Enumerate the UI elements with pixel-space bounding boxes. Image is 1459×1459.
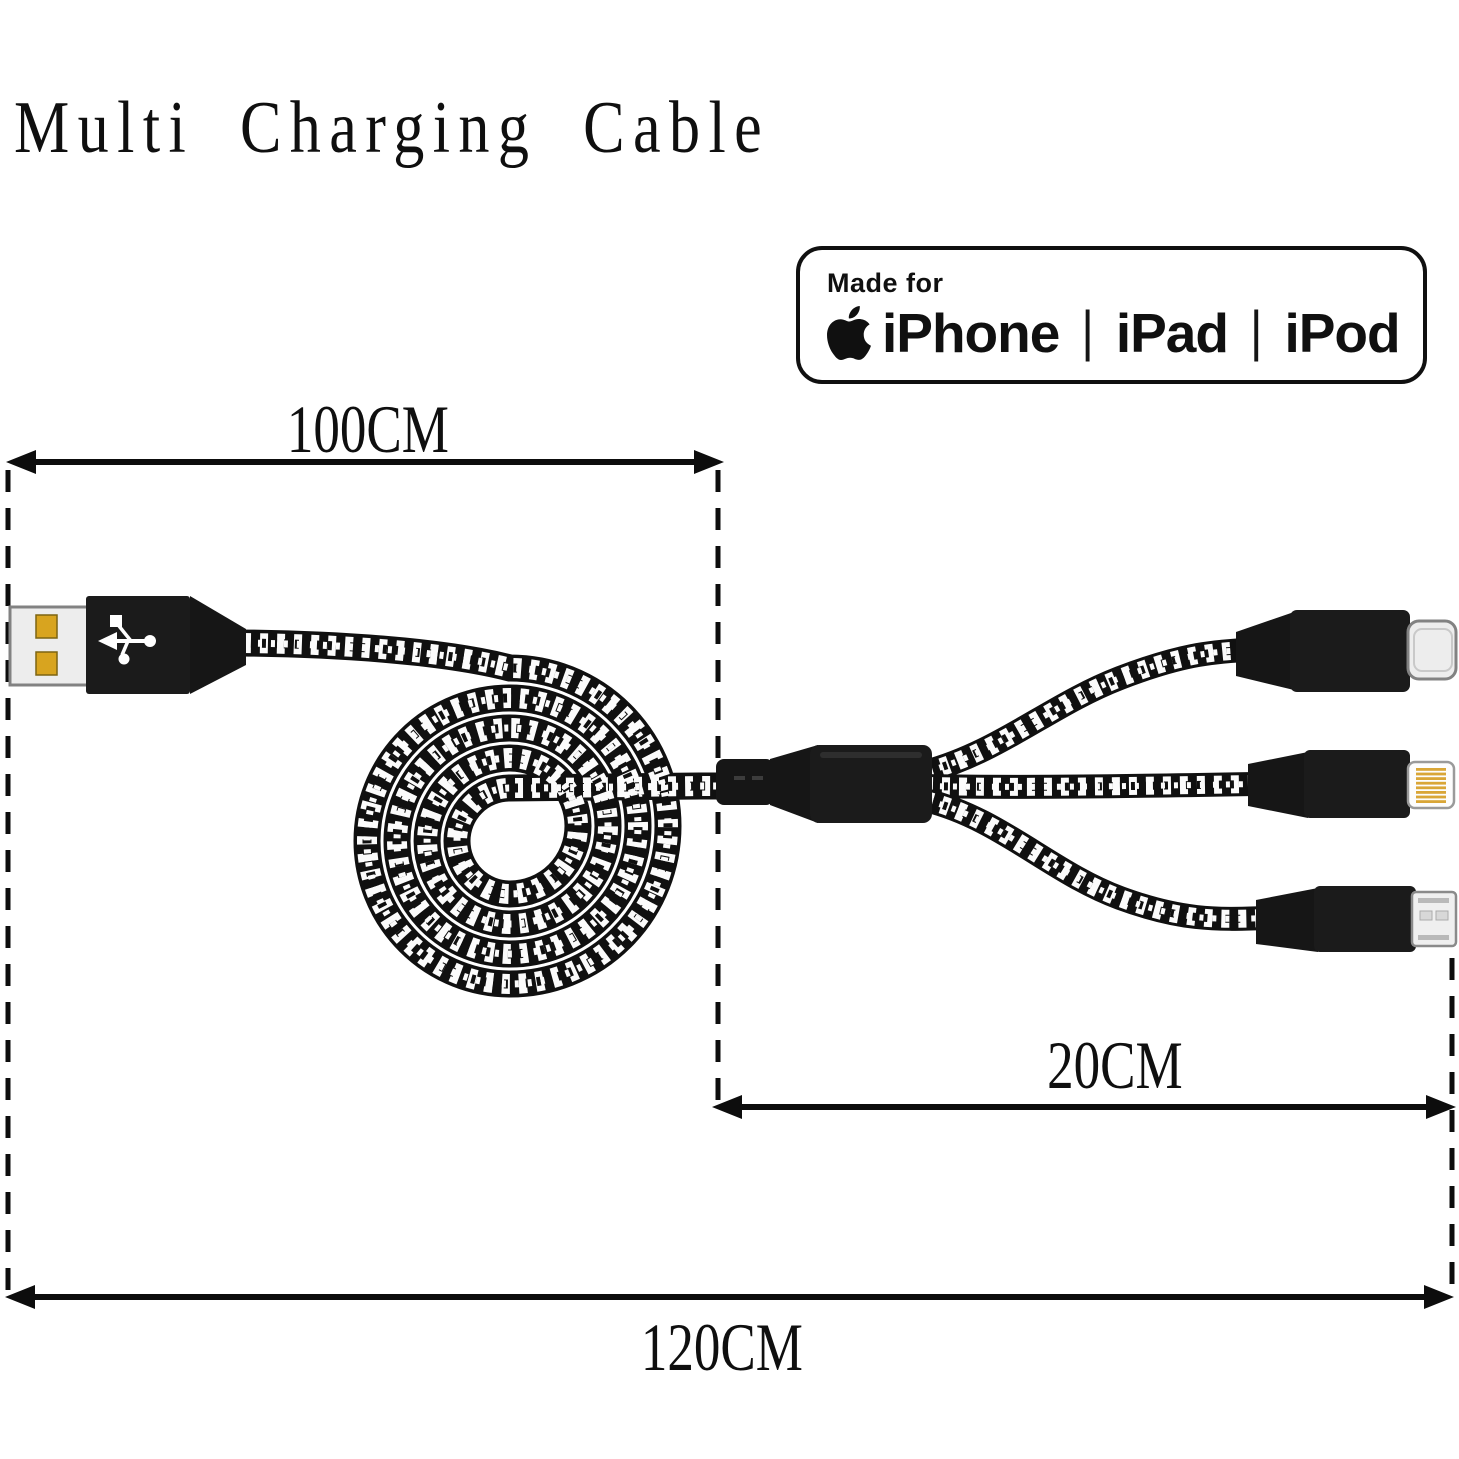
dimension-line-120cm — [5, 1285, 1454, 1309]
usb-a-contact — [35, 614, 58, 639]
branch-cable-lightning — [925, 784, 1255, 787]
apple-logo-icon — [827, 306, 871, 360]
mfi-made-for-label: Made for — [827, 268, 944, 298]
dimension-line-20cm — [712, 1095, 1456, 1119]
mfi-separator: | — [1249, 301, 1263, 363]
lightning-connector — [1248, 750, 1456, 818]
usb-trident-icon — [98, 615, 156, 665]
splitter-hub — [716, 745, 932, 823]
dimension-label-20cm: 20CM — [1047, 1027, 1183, 1103]
page-title-text: Multi Charging Cable — [14, 87, 771, 169]
micro-usb-metal-tip — [1410, 890, 1458, 948]
mfi-device-row: iPhone | iPad | iPod — [827, 302, 1423, 364]
lightning-pins — [1416, 768, 1446, 803]
branch-cable-micro-usb — [925, 800, 1265, 919]
braided-cable-coil — [243, 643, 770, 984]
dimension-label-100cm: 100CM — [286, 391, 450, 467]
usb-c-connector — [1236, 610, 1458, 692]
mfi-device-ipod: iPod — [1284, 301, 1400, 364]
branch-cable-usb-c — [925, 650, 1245, 772]
page-title: Multi Charging Cable — [14, 86, 934, 171]
usb-a-connector — [8, 596, 246, 694]
mfi-device-iphone: iPhone — [882, 301, 1060, 364]
dimension-line-100cm — [6, 450, 724, 474]
dimension-label-120cm: 120CM — [640, 1309, 804, 1385]
extension-dashed-lines — [5, 470, 1455, 1290]
mfi-separator: | — [1081, 301, 1094, 363]
usb-c-metal-tip — [1406, 619, 1458, 681]
mfi-badge: Made for iPhone | iPad | iPod — [796, 246, 1427, 384]
usb-a-contact — [35, 651, 58, 676]
micro-usb-connector — [1256, 886, 1458, 952]
mfi-device-ipad: iPad — [1115, 301, 1229, 364]
